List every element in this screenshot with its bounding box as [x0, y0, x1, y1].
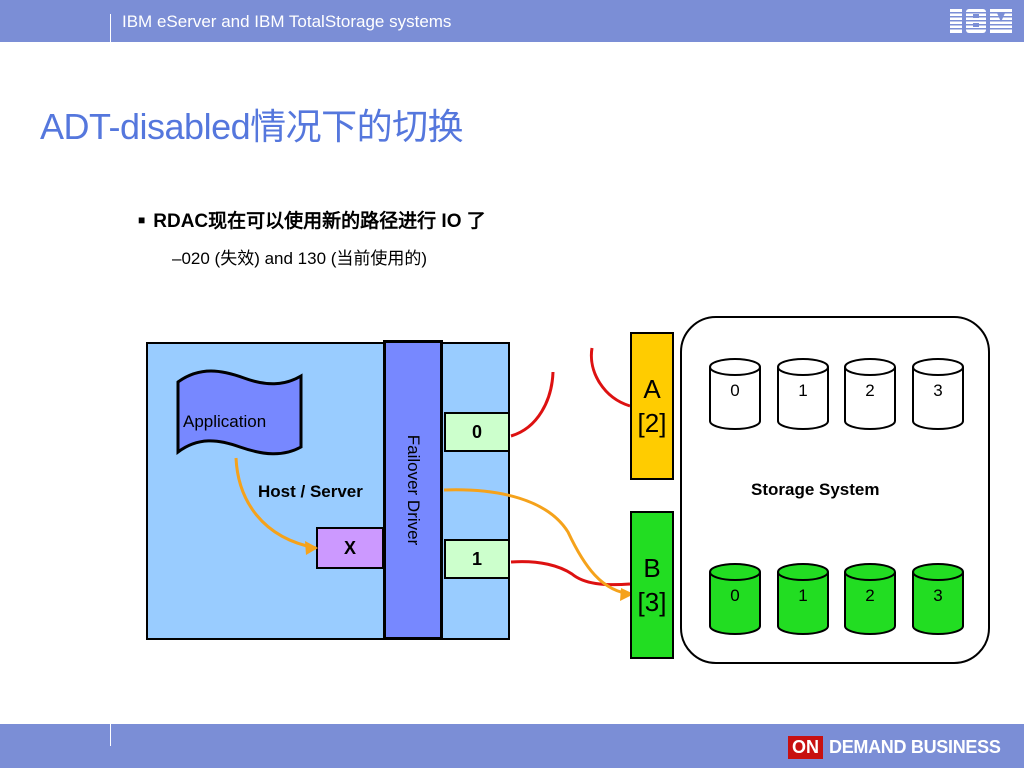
disk-label: 2 — [865, 586, 875, 605]
port-1: 1 — [444, 539, 510, 579]
active-io-path — [443, 488, 633, 596]
on-badge: ON — [788, 735, 823, 759]
bullet-point: ■ RDAC现在可以使用新的路径进行 IO 了 — [138, 206, 486, 233]
bullet-text: RDAC现在可以使用新的路径进行 IO 了 — [153, 211, 486, 232]
disk-icon — [777, 563, 829, 635]
disk-label: 3 — [933, 381, 943, 400]
controller-a-letter: A — [643, 374, 661, 404]
disk-a-3: 3 — [911, 357, 965, 431]
disk-label: 1 — [798, 586, 808, 605]
disk-icon — [709, 563, 761, 635]
disk-icon — [844, 358, 896, 430]
disk-b-2: 2 — [843, 562, 897, 636]
controller-b-letter: B — [643, 553, 661, 583]
port-0: 0 — [444, 412, 510, 452]
footer-bar — [0, 724, 1024, 768]
cable-port0-upper — [510, 371, 555, 438]
host-server-label: Host / Server — [258, 482, 363, 501]
demand-business-text: DEMAND BUSINESS — [829, 736, 1001, 757]
failed-path-marker: X — [316, 527, 384, 569]
disk-icon — [912, 358, 964, 430]
disk-b-0: 0 — [708, 562, 762, 636]
application-label: Application — [183, 412, 267, 431]
disk-label: 0 — [730, 586, 740, 605]
app-to-x-path — [234, 457, 317, 550]
active-io-arrowhead — [620, 588, 634, 601]
controller-a: A [2] — [630, 332, 674, 480]
disk-icon — [709, 358, 761, 430]
on-demand-business-logo: ON DEMAND BUSINESS — [788, 733, 1001, 761]
slide-title: ADT-disabled情况下的切换 — [40, 106, 464, 147]
disk-icon — [912, 563, 964, 635]
storage-system-label: Storage System — [751, 480, 880, 499]
disk-b-1: 1 — [776, 562, 830, 636]
disk-label: 1 — [798, 381, 808, 400]
header-title: IBM eServer and IBM TotalStorage systems — [122, 12, 452, 31]
disk-label: 0 — [730, 381, 740, 400]
disk-label: 2 — [865, 381, 875, 400]
disk-a-1: 1 — [776, 357, 830, 431]
header-bar: IBM eServer and IBM TotalStorage systems — [0, 0, 1024, 42]
sub-bullet: –020 (失效) and 130 (当前使用的) — [172, 249, 428, 268]
disk-b-3: 3 — [911, 562, 965, 636]
disk-icon — [777, 358, 829, 430]
footer-divider — [110, 724, 111, 746]
ibm-logo — [948, 9, 1014, 33]
controller-a-id: [2] — [637, 408, 667, 438]
bullet-marker-icon: ■ — [138, 213, 146, 227]
cable-port1-ctrl-b — [510, 560, 631, 587]
controller-b: B [3] — [630, 511, 674, 659]
cable-ctrl-a — [589, 347, 631, 408]
disk-icon — [844, 563, 896, 635]
disk-label: 3 — [933, 586, 943, 605]
failover-driver — [383, 340, 443, 640]
disk-a-0: 0 — [708, 357, 762, 431]
header-divider — [110, 14, 111, 42]
disk-a-2: 2 — [843, 357, 897, 431]
controller-b-id: [3] — [637, 587, 667, 617]
app-to-x-arrowhead — [305, 541, 318, 555]
